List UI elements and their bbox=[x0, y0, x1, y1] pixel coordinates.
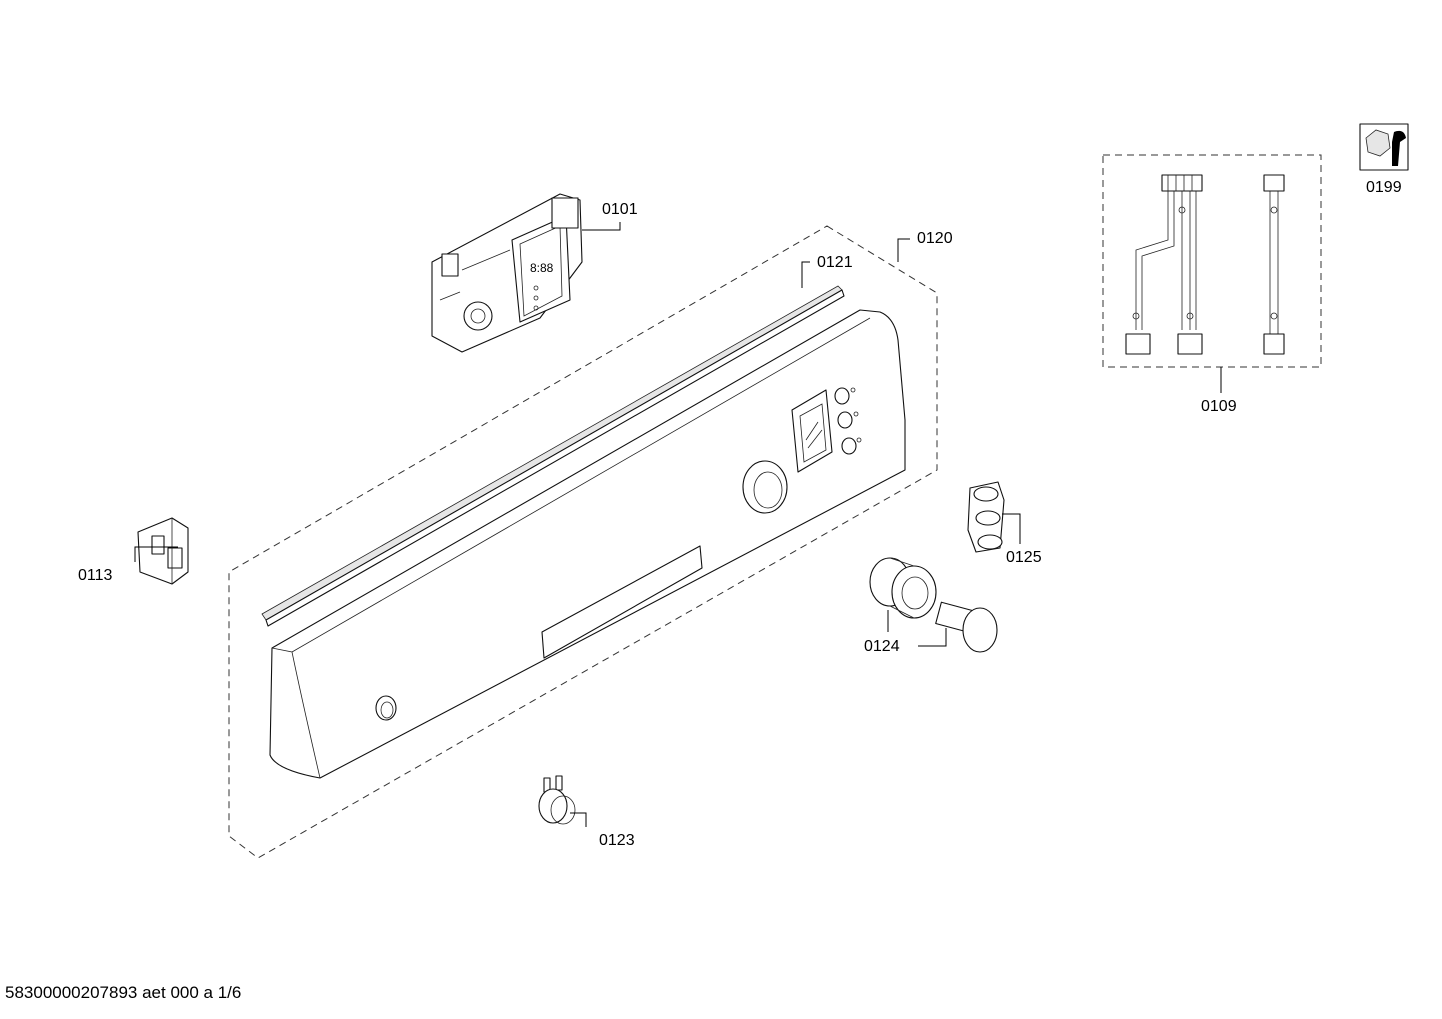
part-label-0113: 0113 bbox=[78, 567, 113, 584]
part-label-0124: 0124 bbox=[864, 638, 900, 655]
part-label-0123: 0123 bbox=[599, 832, 635, 849]
knob-holder-part bbox=[869, 557, 937, 619]
part-label-0121: 0121 bbox=[817, 254, 853, 271]
part-label-0101: 0101 bbox=[602, 201, 638, 218]
knob-part bbox=[935, 601, 998, 653]
svg-text:8:88: 8:88 bbox=[530, 261, 554, 275]
part-label-0109: 0109 bbox=[1201, 398, 1237, 415]
part-label-0199: 0199 bbox=[1366, 179, 1402, 196]
button-set-part bbox=[967, 481, 1005, 553]
part-label-0120: 0120 bbox=[917, 230, 953, 247]
bracket-part bbox=[137, 517, 189, 585]
switch-part bbox=[538, 775, 576, 825]
control-panel-fascia bbox=[261, 285, 906, 779]
assembly-boundary-0109 bbox=[1102, 154, 1322, 368]
part-label-0125: 0125 bbox=[1006, 549, 1042, 566]
wrench-nut-icon bbox=[1359, 123, 1409, 171]
wiring-harness bbox=[1125, 174, 1285, 355]
electronic-module: 8:88 bbox=[431, 193, 583, 353]
document-id: 58300000207893 aet 000 a 1/6 bbox=[5, 983, 241, 1002]
